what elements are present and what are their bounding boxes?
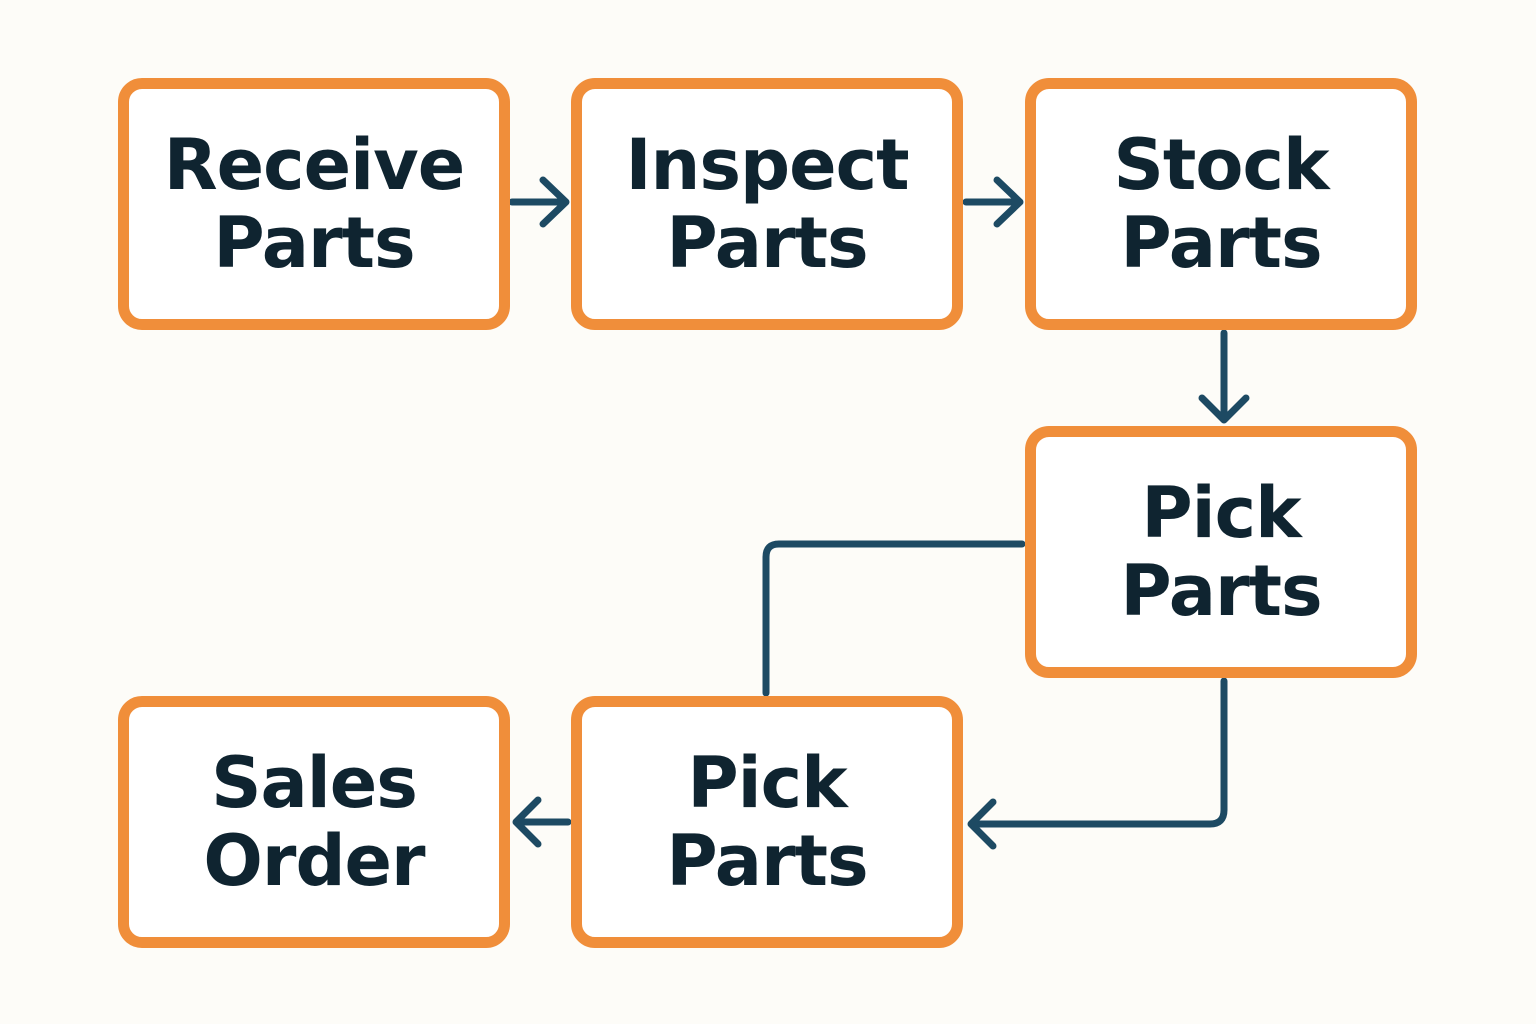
node-label-line2: Parts — [1120, 550, 1322, 632]
node-label-line1: Pick — [687, 742, 847, 824]
arrow-receive-to-inspect — [508, 176, 570, 228]
node-label-line1: Sales — [211, 742, 418, 824]
arrow-inspect-to-stock — [962, 176, 1024, 228]
node-label-line2: Order — [203, 820, 425, 902]
node-stock-parts: Stock Parts — [1025, 78, 1417, 330]
node-label-line2: Parts — [213, 202, 415, 284]
node-label-line2: Parts — [666, 202, 868, 284]
node-receive-parts: Receive Parts — [118, 78, 510, 330]
arrow-stock-to-pick — [1198, 329, 1250, 424]
node-pick-parts-lower: Pick Parts — [571, 696, 963, 948]
connector-pick-to-pick-top — [762, 540, 1026, 697]
node-label-line1: Stock — [1113, 124, 1329, 206]
arrow-pick-to-pick — [967, 677, 1228, 850]
node-sales-order: Sales Order — [118, 696, 510, 948]
node-label-line1: Pick — [1141, 472, 1301, 554]
node-label-line2: Parts — [666, 820, 868, 902]
arrow-pick-to-sales — [512, 796, 572, 848]
node-label-line1: Receive — [163, 124, 465, 206]
node-pick-parts-upper: Pick Parts — [1025, 426, 1417, 678]
node-label-line2: Parts — [1120, 202, 1322, 284]
node-label-line1: Inspect — [625, 124, 909, 206]
node-inspect-parts: Inspect Parts — [571, 78, 963, 330]
